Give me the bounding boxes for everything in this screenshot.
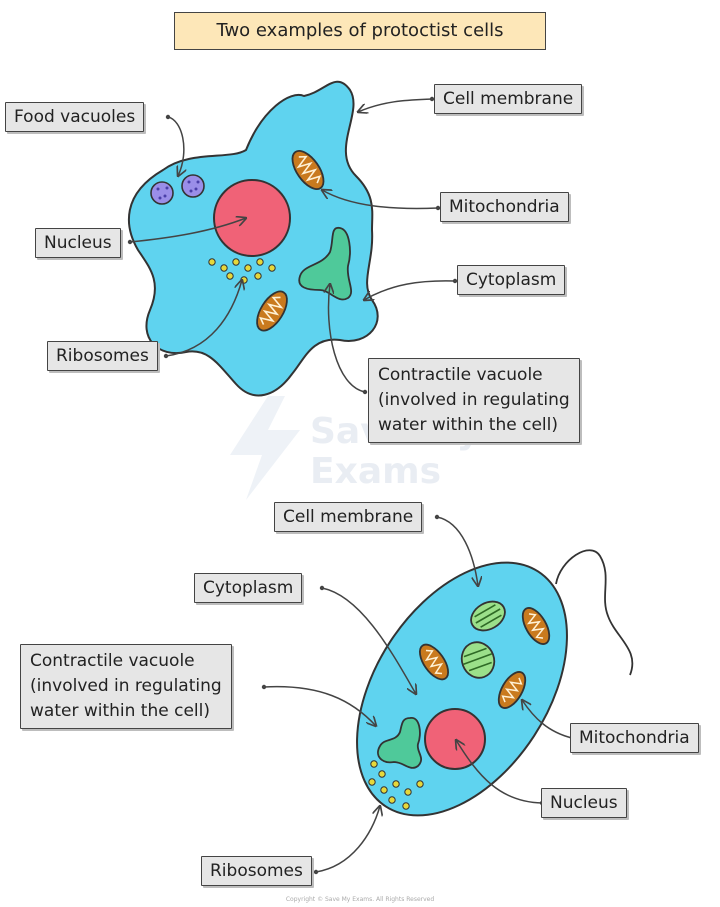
label-contractile-vacuole-2: Contractile vacuole (involved in regulat… [20,644,232,729]
pointer-cell-membrane-2 [436,516,478,586]
euglena-mitochondrion-right [521,607,551,645]
label-cell-membrane-1: Cell membrane [434,84,583,114]
label-mitochondria-2: Mitochondria [570,723,699,753]
diagram-title: Two examples of protoctist cells [174,12,546,50]
euglena-contractile-vacuole [377,717,422,769]
pointer-cell-membrane-1 [358,98,433,112]
pointer-food-vacuoles [167,116,184,176]
food-vacuole [181,174,205,198]
euglena-mitochondrion-lower [497,671,527,709]
euglena-chloroplast-top [470,600,506,632]
label-ribosomes-2: Ribosomes [201,856,312,886]
watermark-bolt [230,396,300,500]
pointer-contractile-1 [328,284,366,393]
amoeba-mitochondrion-top [291,150,325,190]
contractile-line2: (involved in regulating [378,390,570,410]
label-food-vacuoles: Food vacuoles [5,102,145,132]
label-ribosomes-1: Ribosomes [47,341,158,371]
pointer-nucleus-1 [129,218,246,243]
contractile-line3: water within the cell) [378,415,558,435]
pointer-nucleus-2 [456,740,543,804]
food-vacuole [150,181,174,205]
pointer-mitochondria-1 [322,190,439,210]
pointer-cytoplasm-2 [321,587,416,694]
euglena-chloroplast-mid [460,641,496,679]
watermark-line2: Exams [310,451,442,492]
label-mitochondria-1: Mitochondria [440,192,569,222]
contractile-line1: Contractile vacuole [30,651,195,671]
amoeba-mitochondrion-bottom [256,290,288,332]
label-cell-membrane-2: Cell membrane [274,502,423,532]
pointer-contractile-2 [263,685,376,726]
pointer-mitochondria-2 [522,700,573,739]
label-cytoplasm-1: Cytoplasm [457,265,566,295]
amoeba-contractile-vacuole [298,227,352,301]
euglena-ribosomes [368,760,424,810]
contractile-line3: water within the cell) [30,701,210,721]
pointer-cytoplasm-1 [364,280,456,300]
pointer-ribosomes-2 [315,806,380,873]
label-nucleus-1: Nucleus [35,228,121,258]
label-contractile-vacuole-1: Contractile vacuole (involved in regulat… [368,358,580,443]
contractile-line2: (involved in regulating [30,676,222,696]
euglena-mitochondrion-left [419,643,449,681]
contractile-line1: Contractile vacuole [378,365,543,385]
pointer-ribosomes-1 [165,280,242,357]
amoeba-nucleus [213,179,291,257]
amoeba-ribosomes [208,258,276,284]
euglena-flagellum [555,549,634,676]
label-nucleus-2: Nucleus [541,788,627,818]
euglena-nucleus [424,708,486,770]
label-cytoplasm-2: Cytoplasm [194,573,303,603]
copyright-notice: Copyright © Save My Exams. All Rights Re… [285,896,435,903]
